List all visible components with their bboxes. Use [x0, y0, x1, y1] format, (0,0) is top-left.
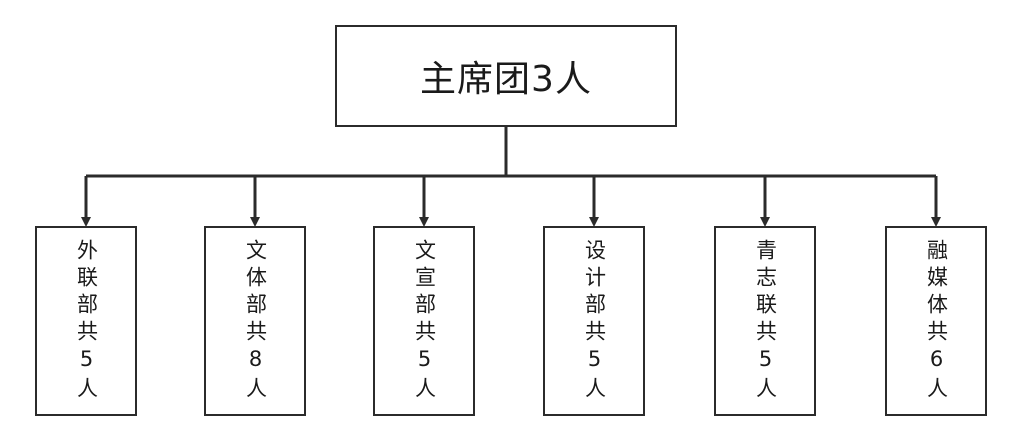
dept-box-arts-sports: 文体部共8人: [204, 226, 306, 416]
dept-box-media: 融媒体共6人: [885, 226, 987, 416]
dept-label-youth-volunteers: 青志联共5人: [753, 238, 778, 404]
dept-box-design: 设计部共5人: [543, 226, 645, 416]
presidium-label: 主席团3人: [420, 59, 592, 100]
dept-label-external-relations: 外联部共5人: [74, 238, 99, 404]
dept-label-publicity: 文宣部共5人: [412, 238, 437, 404]
dept-box-youth-volunteers: 青志联共5人: [714, 226, 816, 416]
presidium-box: 主席团3人: [335, 25, 677, 127]
dept-box-external-relations: 外联部共5人: [35, 226, 137, 416]
dept-label-design: 设计部共5人: [582, 238, 607, 404]
dept-label-media: 融媒体共6人: [924, 238, 949, 404]
dept-box-publicity: 文宣部共5人: [373, 226, 475, 416]
dept-label-arts-sports: 文体部共8人: [243, 238, 268, 404]
